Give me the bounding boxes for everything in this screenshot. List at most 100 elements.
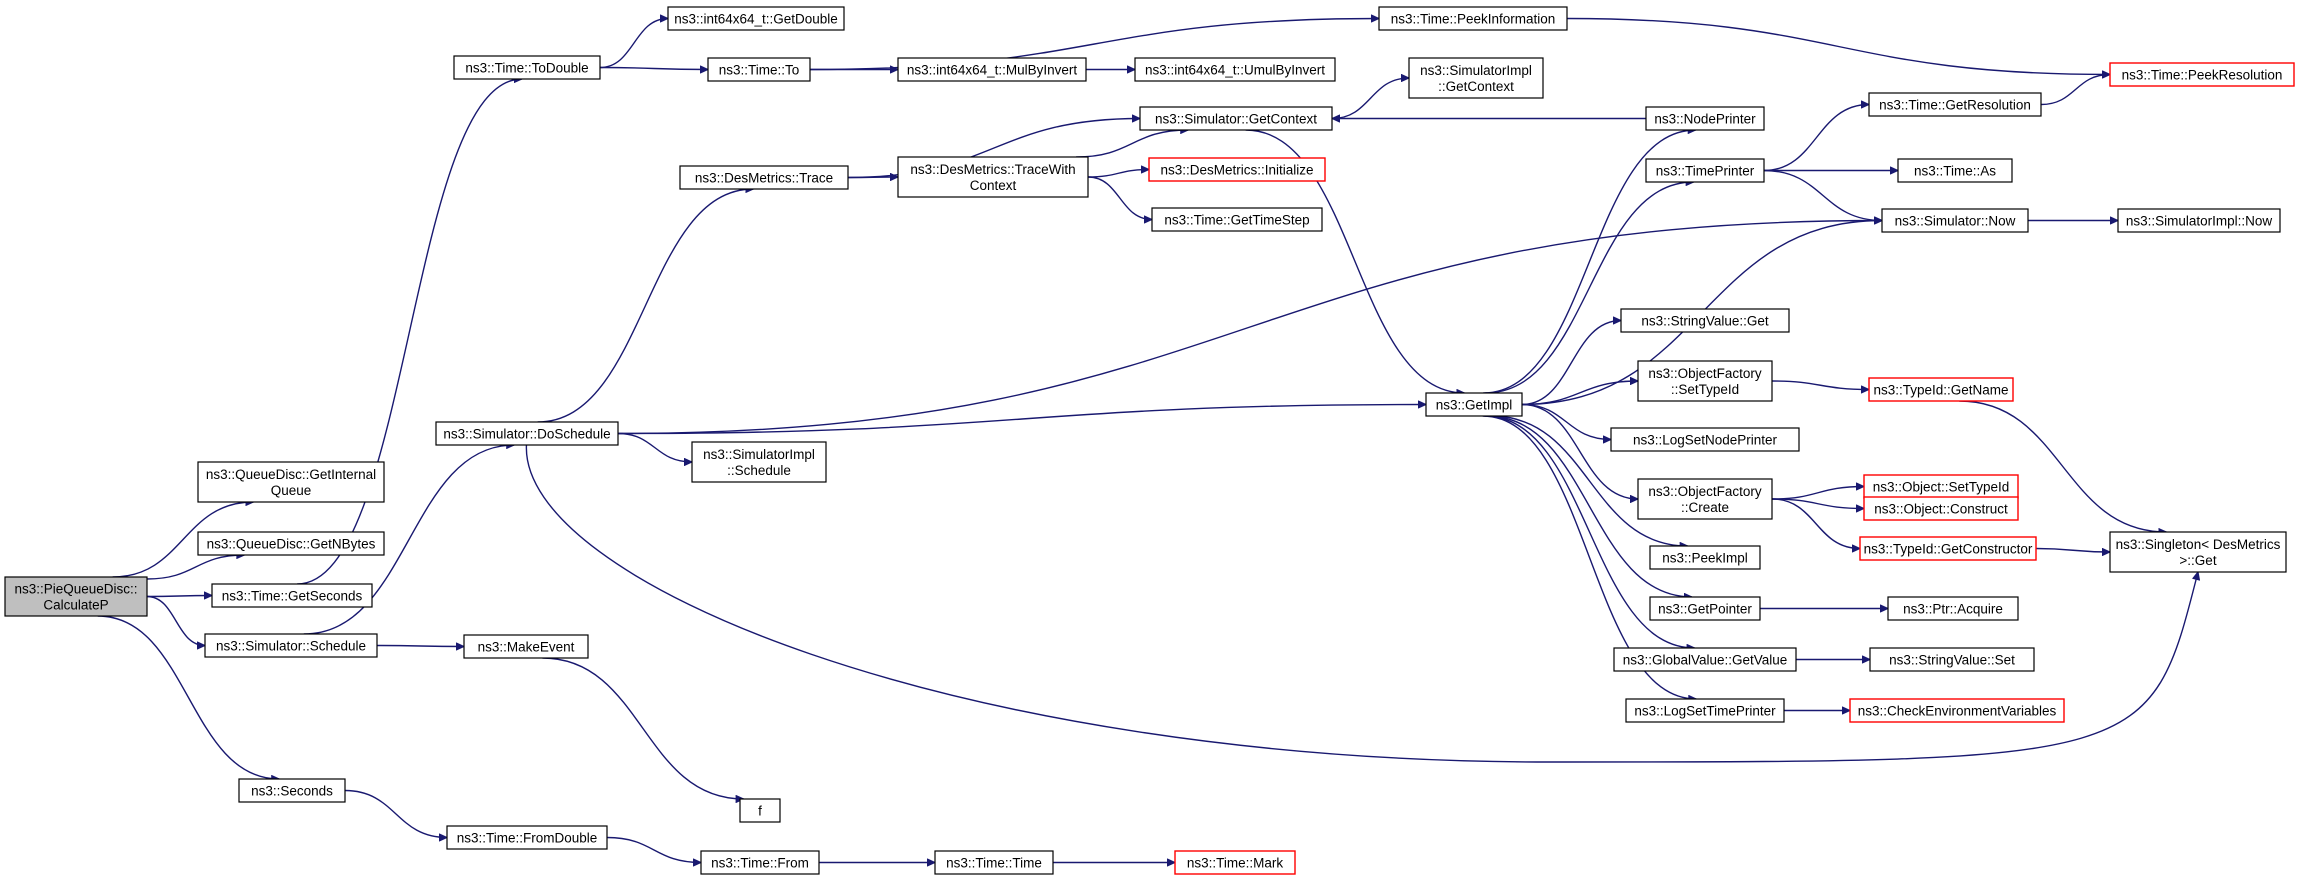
graph-node-typeidgetname[interactable]: ns3::TypeId::GetName — [1868, 377, 2014, 402]
graph-node-simnow[interactable]: ns3::Simulator::Now — [1881, 208, 2029, 233]
graph-node-getdouble[interactable]: ns3::int64x64_t::GetDouble — [667, 6, 845, 31]
graph-node-gettimestep[interactable]: ns3::Time::GetTimeStep — [1151, 207, 1323, 232]
graph-node-f[interactable]: f — [739, 798, 781, 823]
node-label-line: ns3::PeekImpl — [1662, 551, 1748, 566]
graph-node-ofsettypeid[interactable]: ns3::ObjectFactory::SetTypeId — [1637, 360, 1773, 402]
node-box — [1151, 207, 1323, 232]
graph-node-schedule[interactable]: ns3::Simulator::Schedule — [204, 633, 378, 658]
node-label-line: ns3::Seconds — [251, 784, 333, 799]
graph-node-ptracquire[interactable]: ns3::Ptr::Acquire — [1887, 596, 2019, 621]
graph-node-timemark[interactable]: ns3::Time::Mark — [1174, 850, 1296, 875]
graph-node-getres[interactable]: ns3::Time::GetResolution — [1868, 92, 2042, 117]
node-box — [700, 850, 820, 875]
node-label-line: ns3::Time::FromDouble — [457, 831, 598, 846]
graph-node-implschedule[interactable]: ns3::SimulatorImpl::Schedule — [691, 441, 827, 483]
graph-node-implnow[interactable]: ns3::SimulatorImpl::Now — [2117, 208, 2281, 233]
node-label-line: ns3::int64x64_t::GetDouble — [674, 12, 838, 27]
node-box — [2109, 62, 2295, 87]
node-label-line: ns3::StringValue::Get — [1641, 314, 1769, 329]
graph-node-implgetcontext[interactable]: ns3::SimulatorImpl::GetContext — [1408, 57, 1544, 99]
node-label-line: ns3::Time::GetSeconds — [222, 589, 363, 604]
call-edge-getimpl-to-timeprinter — [1485, 182, 1693, 394]
node-label-line: ns3::SimulatorImpl — [1420, 63, 1532, 78]
graph-node-logtimeprinter[interactable]: ns3::LogSetTimePrinter — [1625, 698, 1785, 723]
node-label-line: CalculateP — [43, 598, 108, 613]
node-box — [4, 576, 148, 617]
node-label-line: ns3::GlobalValue::GetValue — [1623, 653, 1788, 668]
node-box — [1859, 536, 2037, 561]
graph-node-timefrom[interactable]: ns3::Time::From — [700, 850, 820, 875]
node-label-line: ns3::Time::From — [711, 856, 809, 871]
graph-node-peekimpl[interactable]: ns3::PeekImpl — [1649, 545, 1761, 570]
call-edge-getimpl-to-peekimpl — [1491, 415, 1687, 546]
call-edge-timeprinter-to-getres — [1763, 105, 1869, 172]
node-label-line: ns3::Simulator::GetContext — [1155, 112, 1317, 127]
graph-node-gvgetvalue[interactable]: ns3::GlobalValue::GetValue — [1613, 647, 1797, 672]
graph-node-timeto[interactable]: ns3::Time::To — [707, 57, 811, 82]
call-edge-root-to-getinternal — [112, 502, 254, 578]
graph-node-todouble[interactable]: ns3::Time::ToDouble — [453, 55, 601, 80]
node-label-line: ns3::GetPointer — [1658, 602, 1752, 617]
graph-node-strget[interactable]: ns3::StringValue::Get — [1620, 308, 1790, 333]
graph-node-getpointer[interactable]: ns3::GetPointer — [1649, 596, 1761, 621]
call-edge-getseconds-to-todouble — [297, 79, 522, 585]
graph-node-nodeprinter[interactable]: ns3::NodePrinter — [1645, 106, 1765, 131]
node-box — [934, 850, 1054, 875]
graph-node-getnbytes[interactable]: ns3::QueueDisc::GetNBytes — [197, 531, 385, 556]
graph-node-objconstruct[interactable]: ns3::Object::Construct — [1863, 496, 2019, 521]
graph-node-peekinfo[interactable]: ns3::Time::PeekInformation — [1378, 6, 1568, 31]
node-box — [204, 633, 378, 658]
graph-node-strset[interactable]: ns3::StringValue::Set — [1869, 647, 2035, 672]
graph-node-getseconds[interactable]: ns3::Time::GetSeconds — [211, 583, 373, 608]
node-label-line: ::Schedule — [727, 463, 791, 478]
node-box — [453, 55, 601, 80]
node-box — [435, 421, 619, 446]
node-label-line: ns3::Simulator::DoSchedule — [443, 427, 610, 442]
node-label-line: ns3::int64x64_t::UmulByInvert — [1145, 63, 1325, 78]
call-edge-seconds-to-fromdouble — [344, 789, 447, 838]
graph-node-makeevent[interactable]: ns3::MakeEvent — [463, 634, 589, 659]
graph-node-getimpl[interactable]: ns3::GetImpl — [1425, 392, 1523, 417]
graph-node-timeas[interactable]: ns3::Time::As — [1897, 158, 2013, 183]
node-box — [2117, 208, 2281, 233]
graph-node-ofcreate[interactable]: ns3::ObjectFactory::Create — [1637, 478, 1773, 520]
graph-node-peekres[interactable]: ns3::Time::PeekResolution — [2109, 62, 2295, 87]
graph-node-timeprinter[interactable]: ns3::TimePrinter — [1645, 158, 1765, 183]
call-edge-getimpl-to-ofsettypeid — [1521, 381, 1638, 406]
node-label-line: ns3::int64x64_t::MulByInvert — [907, 63, 1078, 78]
graph-node-dmtrace[interactable]: ns3::DesMetrics::Trace — [679, 165, 849, 190]
node-label-line: ns3::Time::PeekInformation — [1391, 12, 1556, 27]
graph-node-singleton[interactable]: ns3::Singleton< DesMetrics>::Get — [2109, 531, 2287, 573]
node-box — [667, 6, 845, 31]
graph-node-mulbyinvert[interactable]: ns3::int64x64_t::MulByInvert — [897, 57, 1087, 82]
call-edge-doschedule-to-getimpl — [617, 405, 1426, 435]
graph-node-checkenv[interactable]: ns3::CheckEnvironmentVariables — [1849, 698, 2065, 723]
node-box — [1625, 698, 1785, 723]
node-box — [1863, 496, 2019, 521]
node-label-line: ns3::Time::To — [719, 63, 800, 78]
graph-node-getconstructor[interactable]: ns3::TypeId::GetConstructor — [1859, 536, 2037, 561]
graph-node-umulbyinvert[interactable]: ns3::int64x64_t::UmulByInvert — [1134, 57, 1336, 82]
graph-node-fromdouble[interactable]: ns3::Time::FromDouble — [446, 825, 608, 850]
call-edge-root-to-getnbytes — [146, 555, 244, 580]
graph-node-root[interactable]: ns3::PieQueueDisc::CalculateP — [4, 576, 148, 617]
graph-node-objsettypeid[interactable]: ns3::Object::SetTypeId — [1863, 474, 2019, 499]
node-label-line: ns3::ObjectFactory — [1648, 366, 1762, 381]
node-label-line: ns3::TypeId::GetName — [1873, 383, 2008, 398]
graph-node-lognodeprinter[interactable]: ns3::LogSetNodePrinter — [1610, 427, 1800, 452]
node-label-line: ns3::SimulatorImpl::Now — [2126, 214, 2273, 229]
graph-node-getcontext[interactable]: ns3::Simulator::GetContext — [1139, 106, 1333, 131]
node-box — [707, 57, 811, 82]
graph-node-seconds[interactable]: ns3::Seconds — [238, 778, 346, 803]
call-edge-peekinfo-to-peekres — [1566, 17, 2110, 75]
graph-node-dminit[interactable]: ns3::DesMetrics::Initialize — [1148, 157, 1326, 182]
node-label-line: ns3::Time::PeekResolution — [2122, 68, 2283, 83]
graph-node-doschedule[interactable]: ns3::Simulator::DoSchedule — [435, 421, 619, 446]
node-label-line: ns3::Simulator::Schedule — [216, 639, 366, 654]
node-label-line: ns3::Time::Mark — [1187, 856, 1284, 871]
graph-node-timetime[interactable]: ns3::Time::Time — [934, 850, 1054, 875]
node-box — [1378, 6, 1568, 31]
